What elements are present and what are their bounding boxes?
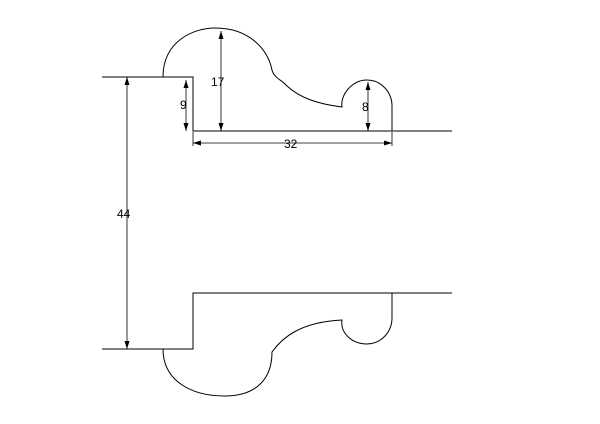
dim-32-arrow-right <box>384 140 392 146</box>
dim-9-label: 9 <box>180 98 187 112</box>
dim-8-arrow-top <box>365 82 371 90</box>
upper-step-vertical <box>163 76 392 132</box>
dimension-8: 8 <box>362 82 371 131</box>
dim-44-label: 44 <box>117 207 131 221</box>
dim-17-arrow-top <box>218 31 224 39</box>
dimension-44: 44 <box>117 77 131 349</box>
dim-8-arrow-bottom <box>365 123 371 131</box>
dimension-17: 17 <box>211 31 225 131</box>
dim-32-label: 32 <box>284 137 298 151</box>
dim-44-arrow-top <box>124 77 130 85</box>
dim-17-label: 17 <box>211 75 225 89</box>
dim-32-arrow-left <box>193 140 201 146</box>
lower-profile <box>102 292 452 397</box>
dim-8-label: 8 <box>362 100 369 114</box>
dimension-32: 32 <box>192 132 393 151</box>
upper-profile-outline <box>102 27 452 132</box>
dim-9-arrow-bottom <box>183 123 189 131</box>
dim-17-arrow-bottom <box>218 123 224 131</box>
upper-profile <box>102 27 452 132</box>
dim-9-arrow-top <box>183 80 189 88</box>
lower-step <box>163 292 452 350</box>
dim-44-arrow-bottom <box>124 341 130 349</box>
dimension-9: 9 <box>180 80 189 131</box>
lower-profile-outline <box>102 293 393 397</box>
